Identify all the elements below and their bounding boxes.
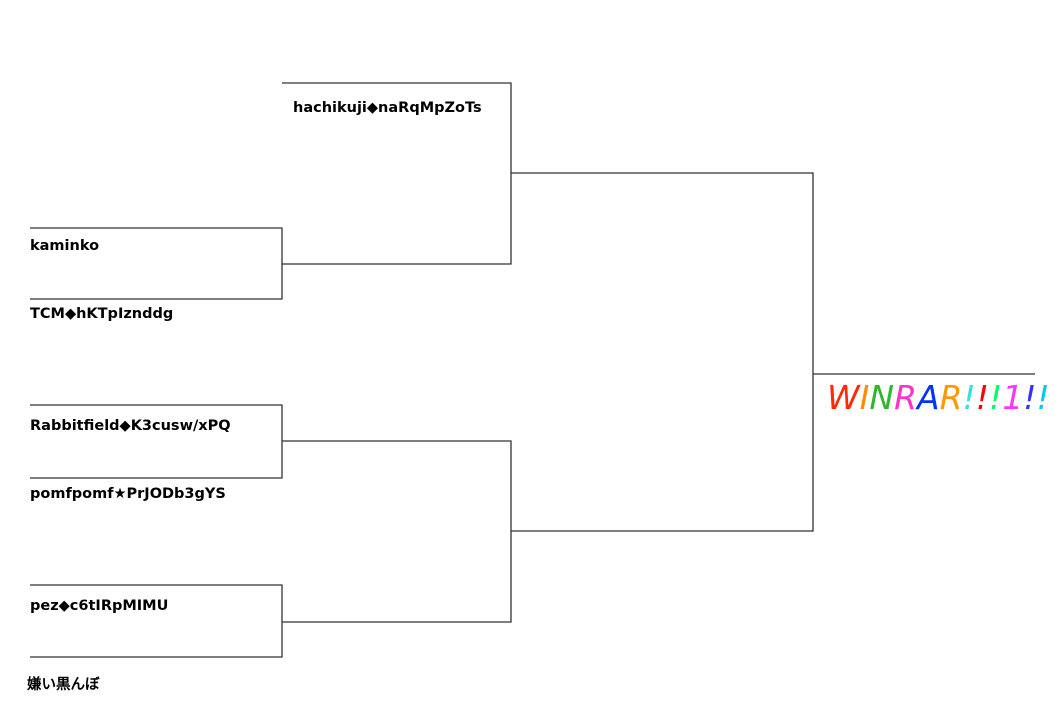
player-pomfpomf: pomfpomf★PrJODb3gYS <box>30 486 226 502</box>
player-rabbitfield: Rabbitfield◆K3cusw/xPQ <box>30 418 231 434</box>
winner-letter: N <box>869 378 895 417</box>
match-line-pez-kirai <box>30 584 283 658</box>
winner-letter: 1 <box>1002 378 1024 417</box>
match-line-rabbitfield-pez <box>282 440 512 623</box>
winner-letter: R <box>939 378 963 417</box>
winner-letter: R <box>894 378 917 417</box>
winner-letter: W <box>827 378 860 417</box>
winner-letter: I <box>859 378 870 417</box>
player-kaminko: kaminko <box>30 238 100 254</box>
player-tcm: TCM◆hKTpIznddg <box>30 306 174 322</box>
player-kirai-kuronbo: 嫌い黒んぼ <box>27 677 100 693</box>
player-pez: pez◆c6tIRpMIMU <box>30 598 169 614</box>
match-line-rabbitfield-pomfpomf <box>30 404 283 479</box>
winner-letter: ! <box>988 378 1003 417</box>
winner-letter: ! <box>975 378 989 417</box>
winner-letter: ! <box>962 378 976 417</box>
winner-letter: ! <box>1036 378 1050 417</box>
winner-letter: A <box>917 378 940 417</box>
winner-letter: ! <box>1023 378 1037 417</box>
match-line-final <box>511 172 814 532</box>
player-hachikuji: hachikuji◆naRqMpZoTs <box>293 100 482 116</box>
winner-text: WINRAR!!!1!! <box>827 378 1050 417</box>
